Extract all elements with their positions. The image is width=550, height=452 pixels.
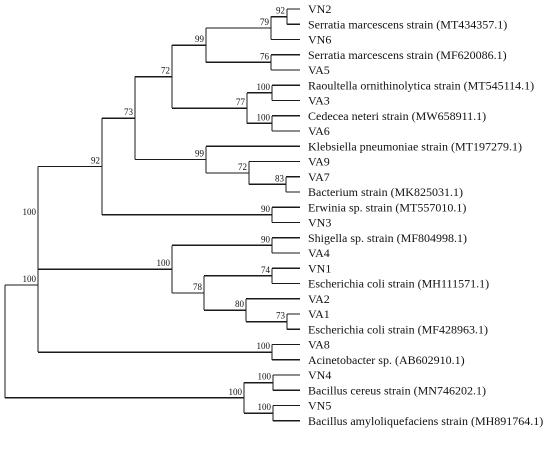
bootstrap-value: 73: [276, 311, 286, 321]
bootstrap-value: 92: [276, 6, 285, 16]
taxon-label: VN3: [308, 216, 331, 230]
bootstrap-value: 78: [193, 282, 203, 292]
taxon-label: Bacillus cereus strain (MN746202.1): [308, 383, 486, 397]
bootstrap-value: 83: [275, 173, 285, 183]
taxon-label: Cedecea neteri strain (MW658911.1): [308, 109, 486, 123]
taxon-label: VA3: [308, 94, 330, 108]
taxon-label: VN4: [308, 368, 331, 382]
bootstrap-value: 72: [161, 66, 170, 76]
taxon-label: Bacterium strain (MK825031.1): [308, 185, 463, 199]
bootstrap-value: 73: [124, 107, 134, 117]
bootstrap-value: 100: [229, 387, 243, 397]
bootstrap-value: 80: [235, 299, 245, 309]
bootstrap-value: 100: [258, 402, 272, 412]
bootstrap-value: 79: [260, 17, 270, 27]
taxon-label: Klebsiella pneumoniae strain (MT197279.1…: [308, 139, 522, 153]
bootstrap-values: 92 79 76 99 100 100 77 72 83 72 99 73 90 92 90 74 73 80 78…: [23, 6, 286, 413]
bootstrap-value: 100: [23, 274, 37, 284]
bootstrap-value: 100: [257, 82, 271, 92]
taxon-label: Shigella sp. strain (MF804998.1): [308, 231, 467, 245]
bootstrap-value: 100: [157, 258, 171, 268]
bootstrap-value: 99: [195, 149, 205, 159]
taxon-label: Serratia marcescens strain (MF620086.1): [308, 48, 507, 62]
bootstrap-value: 72: [238, 162, 247, 172]
bootstrap-value: 100: [23, 207, 37, 217]
taxon-label: VA4: [308, 246, 330, 260]
taxon-label: Serratia marcescens strain (MT434357.1): [308, 17, 507, 31]
taxon-label: VA7: [308, 170, 330, 184]
bootstrap-value: 100: [257, 112, 271, 122]
taxon-label: VA5: [308, 63, 330, 77]
bootstrap-value: 92: [91, 156, 100, 166]
bootstrap-value: 90: [261, 234, 271, 244]
taxon-label: Bacillus amyloliquefaciens strain (MH891…: [308, 414, 543, 428]
bootstrap-value: 100: [257, 341, 271, 351]
taxon-label: Erwinia sp. strain (MT557010.1): [308, 200, 466, 214]
taxon-label: Raoultella ornithinolytica strain (MT545…: [308, 78, 534, 92]
taxon-label: VA2: [308, 292, 330, 306]
taxon-label: Acinetobacter sp. (AB602910.1): [308, 353, 465, 367]
taxon-label: VN5: [308, 399, 331, 413]
taxon-label: VN6: [308, 33, 331, 47]
taxon-label: VA6: [308, 124, 330, 138]
taxon-label: VA9: [308, 155, 330, 169]
taxon-label: VN2: [308, 2, 331, 16]
bootstrap-value: 76: [260, 51, 270, 61]
bootstrap-value: 99: [195, 34, 205, 44]
bootstrap-value: 77: [236, 97, 246, 107]
taxon-label: Escherichia coli strain (MH111571.1): [308, 277, 489, 291]
tree-branches: [4, 8, 300, 422]
taxon-label: VA1: [308, 307, 330, 321]
taxon-label: VA8: [308, 338, 330, 352]
taxon-label: Escherichia coli strain (MF428963.1): [308, 322, 488, 336]
bootstrap-value: 100: [258, 372, 272, 382]
bootstrap-value: 90: [261, 204, 271, 214]
taxon-label: VN1: [308, 261, 331, 275]
bootstrap-value: 74: [261, 265, 271, 275]
